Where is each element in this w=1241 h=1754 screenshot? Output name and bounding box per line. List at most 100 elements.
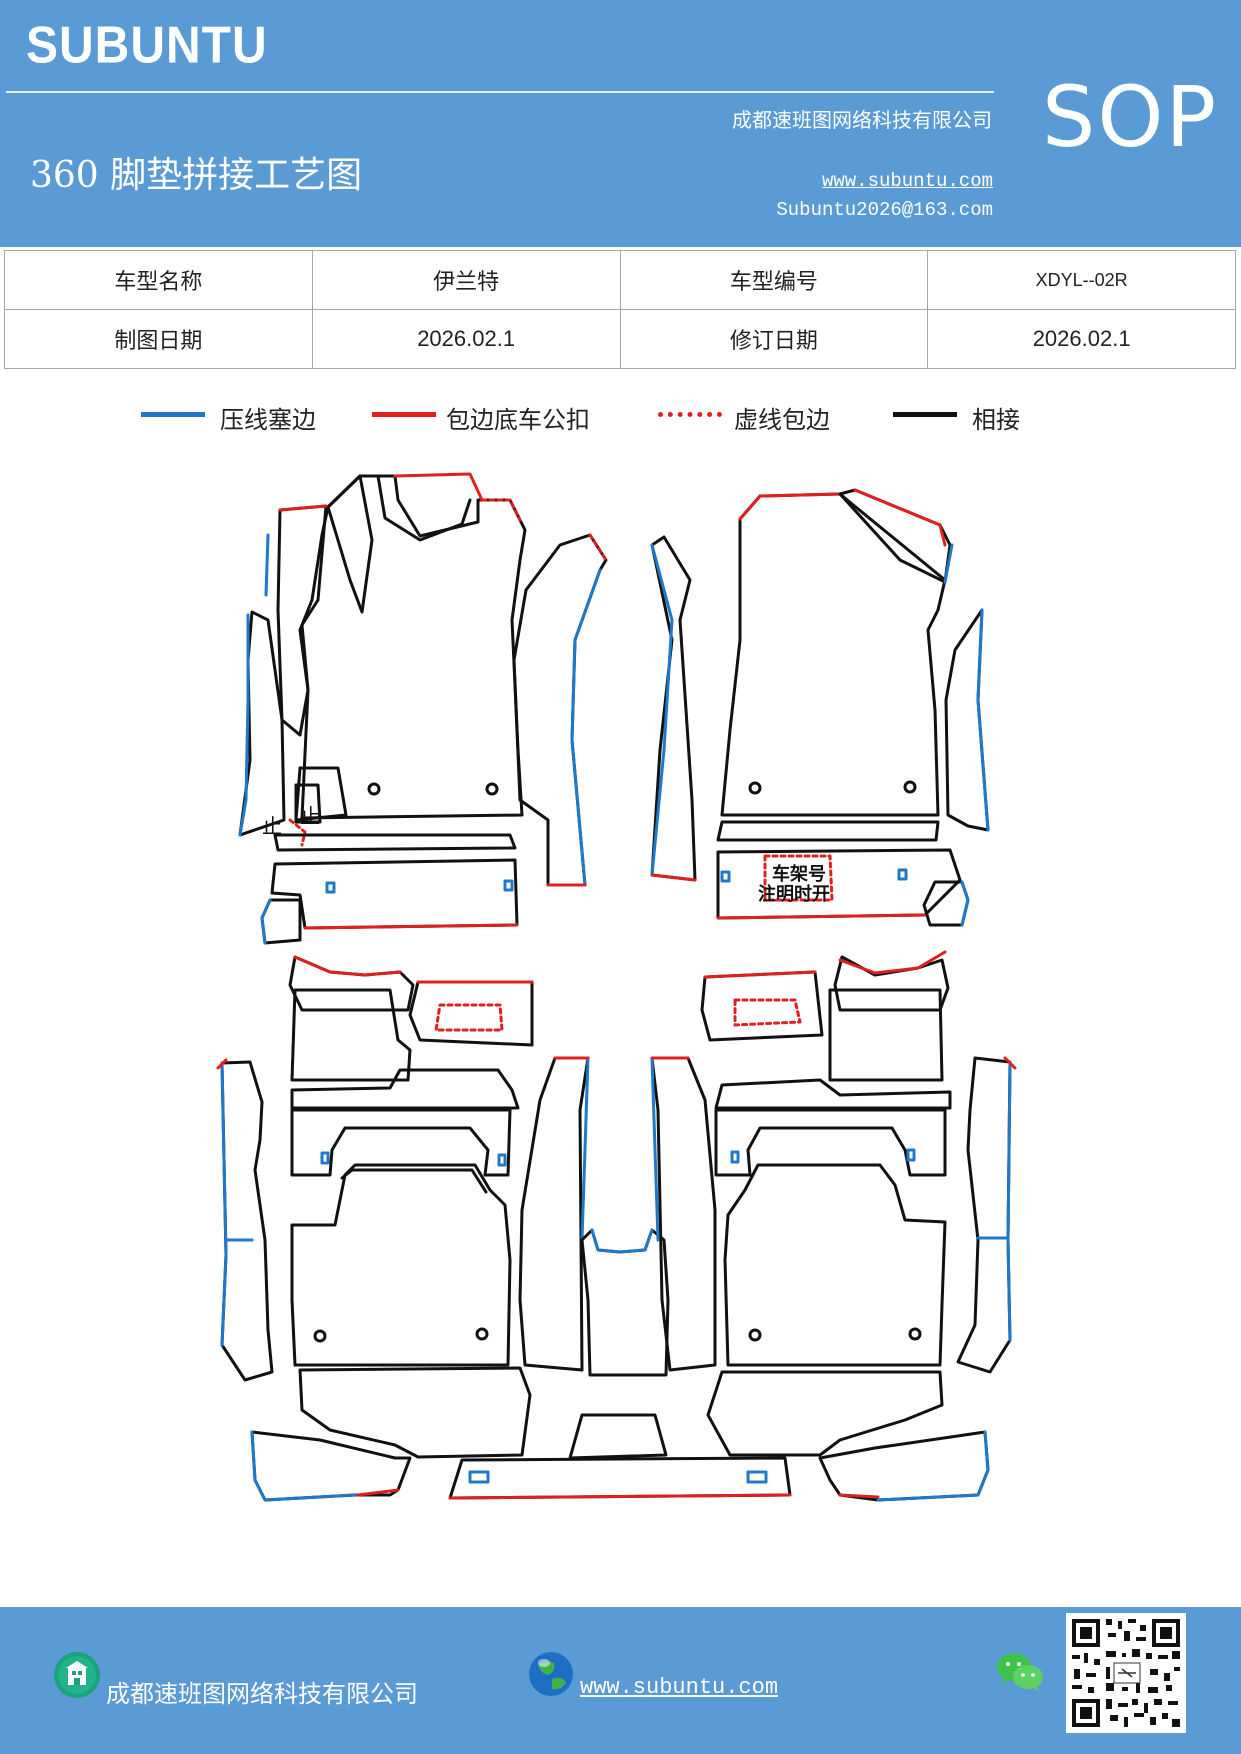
document-title: 360 脚垫拼接工艺图 [30, 155, 363, 196]
rear-center-slot [468, 1470, 490, 1484]
rear-right-window-dotted [733, 998, 802, 1027]
front-right-heel-pad [922, 880, 970, 927]
legend-label: 压线塞边 [220, 406, 316, 434]
legend-label: 包边底车公扣 [446, 406, 590, 434]
rear-right-sill-blue [876, 1430, 990, 1502]
rear-left-seat-inner [340, 1168, 488, 1194]
front-right-door-strip-red [650, 873, 697, 882]
rear-left-slot [497, 1153, 507, 1167]
rear-right-mat-group [650, 950, 1017, 1502]
rear-right-tunnel-pad [700, 970, 824, 1042]
rear-right-inner-strip [650, 1056, 717, 1372]
rear-right-sill [818, 1430, 990, 1502]
legend-label: 虚线包边 [734, 406, 830, 434]
legend-swatch-red [372, 412, 436, 417]
front-left-clip [367, 782, 381, 796]
front-left-mat-group [238, 472, 608, 945]
rear-left-sill-red [356, 1488, 400, 1497]
front-right-slot [897, 868, 908, 881]
footer-banner: 成都速班图网络科技有限公司 www.subuntu.com [0, 1607, 1241, 1754]
front-left-side-strip-blue [264, 533, 270, 597]
front-left-pedal-small [294, 783, 322, 824]
rear-right-slot [906, 1148, 916, 1162]
header-website-link[interactable]: www.subuntu.com [821, 170, 993, 192]
front-right-top-edge [738, 492, 842, 521]
rear-right-top-strip-red [838, 950, 947, 975]
revision-date-value: 2026.02.1 [927, 309, 1236, 369]
wechat-icon[interactable] [996, 1651, 1044, 1693]
vehicle-info-table: 车型名称 伊兰特 车型编号 XDYL--02R 制图日期 2026.02.1 修… [4, 250, 1236, 369]
rear-right-clip [748, 1328, 762, 1342]
rear-left-tunnel-pad [408, 980, 534, 1047]
rear-left-top-strip [288, 955, 415, 1012]
front-left-top-edge [393, 472, 484, 502]
header-banner: SUBUNTU 成都速班图网络科技有限公司 SOP 360 脚垫拼接工艺图 ww… [0, 0, 1241, 247]
front-left-door-strip-blue [570, 568, 602, 887]
rear-left-seat-mat [290, 1163, 512, 1367]
front-right-vin-window [763, 854, 834, 902]
rear-left-window-dotted [434, 1003, 504, 1032]
rear-right-main [714, 1108, 947, 1177]
front-right-mat-outline [720, 492, 947, 817]
rear-center-slot [746, 1470, 768, 1484]
front-left-notch [480, 498, 522, 522]
vin-annotation-line1: 车架号 [772, 863, 826, 885]
front-right-door-strip-blue [650, 543, 674, 877]
front-right-slot [720, 870, 731, 883]
vehicle-code-value: XDYL--02R [927, 250, 1236, 310]
front-left-clip [485, 782, 499, 796]
rear-left-rail-top [290, 1068, 520, 1110]
footer-website-link[interactable]: www.subuntu.com [580, 1675, 779, 1700]
front-right-footrest-red [716, 913, 927, 920]
vehicle-code-label: 车型编号 [619, 250, 929, 310]
rear-left-door-strip-blue [220, 1061, 228, 1347]
front-right-mat-group [650, 488, 990, 927]
front-left-slot [325, 881, 336, 894]
rear-right-seat-mat [723, 1163, 947, 1367]
table-row: 车型名称 伊兰特 车型编号 XDYL--02R [4, 250, 1236, 310]
rear-left-door-strip [220, 1060, 274, 1382]
header-email: Subuntu2026@163.com [776, 199, 993, 221]
rear-left-step [298, 1366, 532, 1459]
stop-mark-right: 止 [300, 804, 320, 828]
legend-swatch-dotted [658, 412, 722, 417]
front-right-side-strip-blue [976, 608, 990, 832]
rear-right-tunnel-pad-red [703, 970, 817, 979]
brand-logo: SUBUNTU [26, 17, 268, 75]
rear-left-sill-blue [250, 1430, 357, 1502]
rear-right-inner-strip-blue [650, 1056, 660, 1242]
rear-left-clip [475, 1327, 489, 1341]
front-left-heel-pad-blue [260, 898, 272, 945]
vehicle-name-label: 车型名称 [4, 250, 313, 310]
front-left-side-strip [276, 504, 328, 737]
revision-date-label: 修订日期 [619, 309, 929, 369]
table-row: 制图日期 2026.02.1 修订日期 2026.02.1 [4, 309, 1236, 369]
rear-center-rail [448, 1456, 792, 1500]
front-right-clip [748, 781, 762, 795]
front-right-rail [716, 820, 940, 842]
front-left-footrest [270, 858, 519, 930]
front-left-footrest-red [303, 923, 519, 930]
front-right-door-strip [650, 535, 697, 882]
front-left-flap [326, 474, 374, 614]
rear-left-inner-strip [518, 1056, 590, 1372]
rear-left-clip [313, 1329, 327, 1343]
header-company-name: 成都速班图网络科技有限公司 [732, 108, 992, 132]
drawing-date-value: 2026.02.1 [311, 309, 621, 369]
front-right-clip [903, 780, 917, 794]
legend: 压线塞边 包边底车公扣 虚线包边 相接 [0, 400, 1241, 440]
tunnel-hump [568, 1413, 668, 1460]
drawing-date-label: 制图日期 [4, 309, 313, 369]
rear-right-door-strip-red [1003, 1056, 1017, 1070]
front-left-outer-strip-blue [238, 613, 250, 837]
stop-mark-left: 止 [262, 814, 282, 838]
qr-code-image [1066, 1613, 1186, 1733]
footer-company-name: 成都速班图网络科技有限公司 [106, 1680, 418, 1708]
vin-annotation-line2: 注明时开 [758, 883, 830, 905]
rear-left-pad [290, 988, 412, 1082]
front-right-flap [838, 488, 952, 584]
rear-left-inner-strip-blue [580, 1056, 590, 1242]
rear-right-door-strip-blue [1006, 1060, 1012, 1342]
front-right-flap-blue [943, 543, 954, 584]
